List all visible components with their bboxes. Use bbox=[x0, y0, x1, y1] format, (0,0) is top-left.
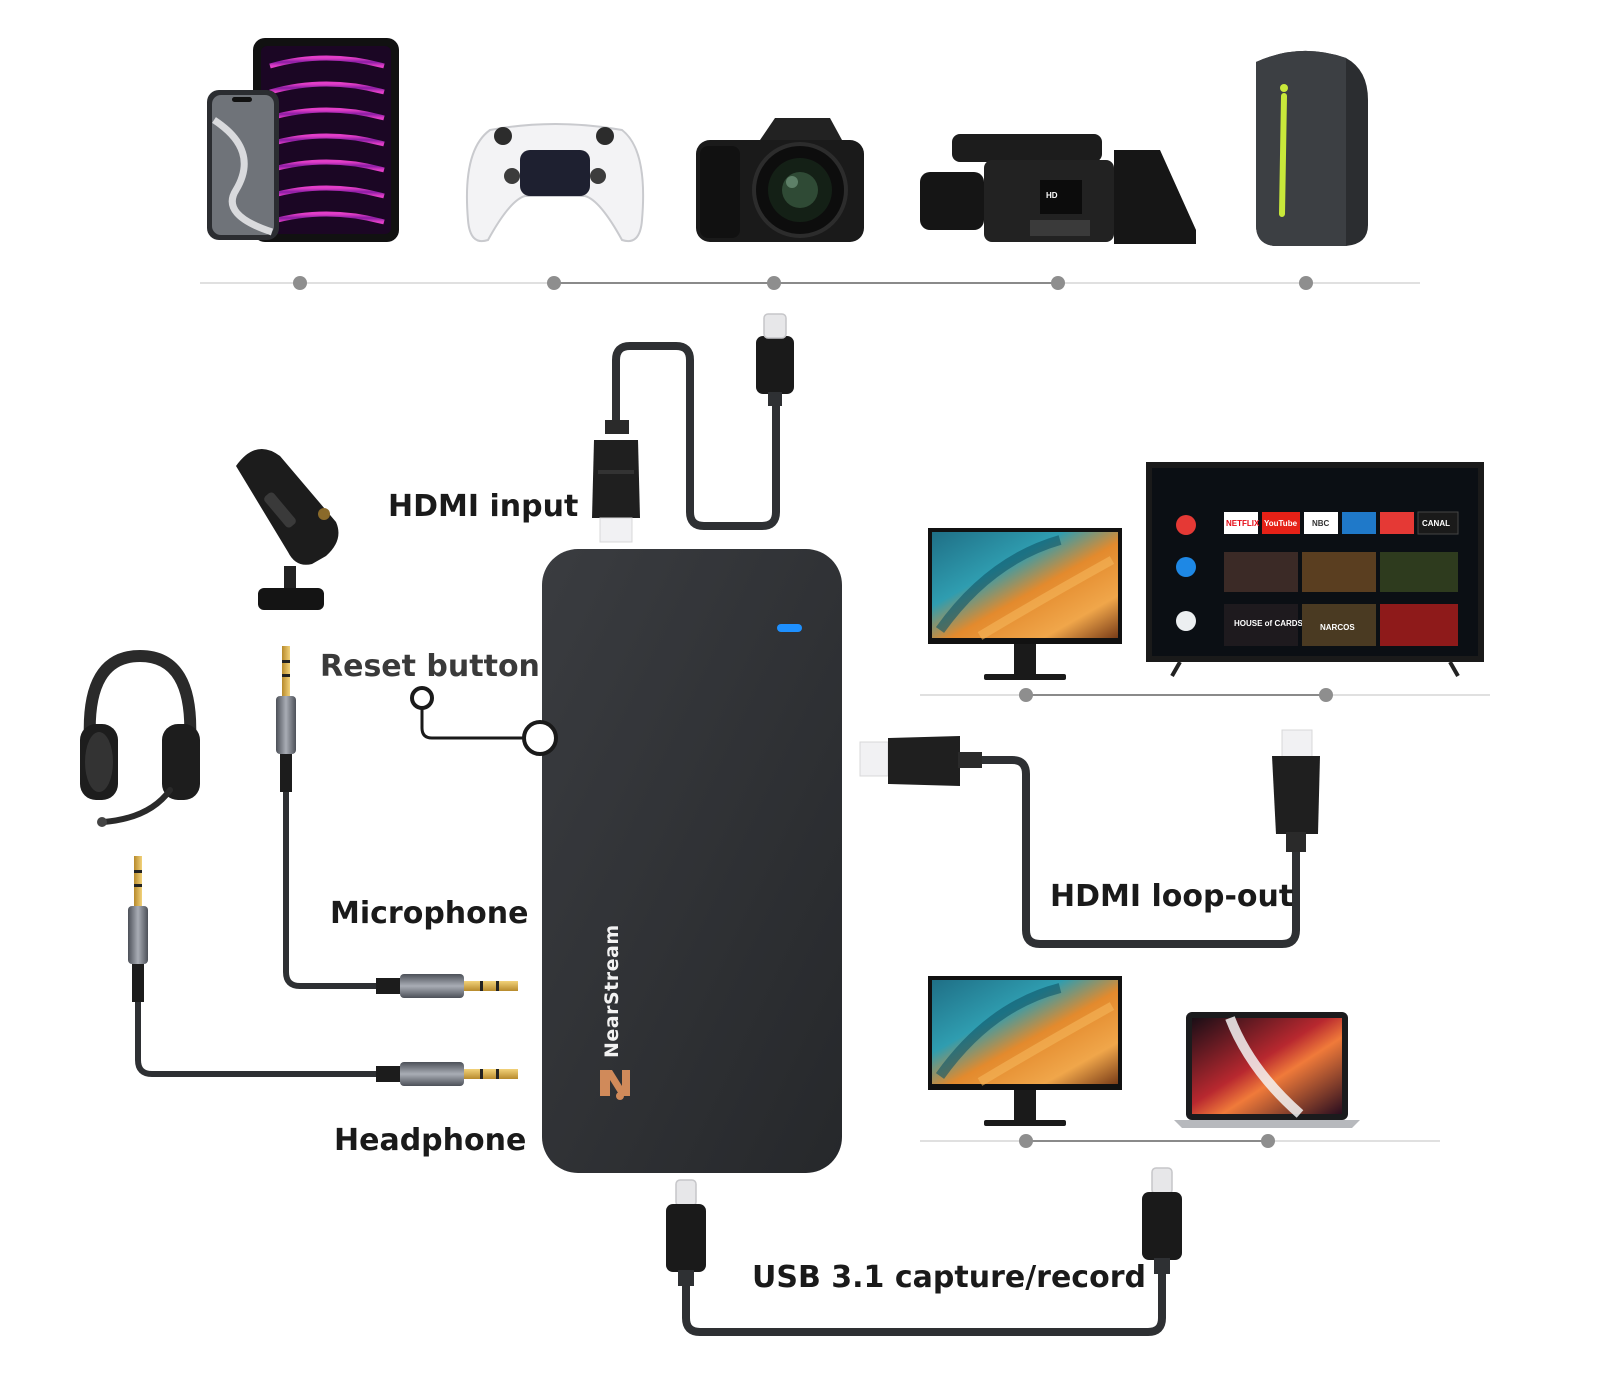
reset-button-callout bbox=[410, 686, 558, 756]
reset-button[interactable] bbox=[522, 720, 558, 756]
hdmi-input-cable bbox=[592, 313, 794, 543]
hdmi-input-label: HDMI input bbox=[388, 489, 578, 524]
youtube-tile: YouTube bbox=[1264, 519, 1298, 528]
display-connector-line-bottom bbox=[920, 1134, 1440, 1148]
game-controller-icon bbox=[465, 123, 645, 242]
usb-capture-cable bbox=[666, 1167, 1182, 1336]
headphone-label: Headphone bbox=[334, 1123, 526, 1158]
headphone-cable bbox=[128, 856, 518, 1086]
brand-logo-icon bbox=[600, 1070, 630, 1100]
microphone-label: Microphone bbox=[330, 896, 528, 931]
usb-capture-label: USB 3.1 capture/record bbox=[752, 1260, 1146, 1295]
house-of-cards-tile: HOUSE of CARDS bbox=[1234, 619, 1304, 628]
reset-button-label: Reset button bbox=[320, 649, 540, 684]
camcorder-icon: HD bbox=[920, 134, 1196, 244]
microphone-cable bbox=[276, 646, 518, 998]
laptop-icon bbox=[1174, 1012, 1360, 1128]
display-connector-line-top bbox=[920, 688, 1490, 702]
svg-text:HD: HD bbox=[1046, 191, 1058, 200]
netflix-tile: NETFLIX bbox=[1226, 519, 1260, 528]
brand-name: NearStream bbox=[601, 924, 623, 1058]
nbc-tile: NBC bbox=[1312, 519, 1330, 528]
hdmi-loop-out-cable bbox=[859, 729, 1320, 948]
narcos-tile: NARCOS bbox=[1320, 623, 1355, 632]
source-connector-line bbox=[200, 276, 1420, 290]
camera-icon bbox=[696, 118, 864, 242]
capture-device: NearStream bbox=[542, 549, 842, 1173]
canal-tile: CANAL bbox=[1422, 519, 1450, 528]
tablet-phone-icon bbox=[207, 38, 399, 242]
monitor-top-icon bbox=[928, 528, 1122, 680]
headset-icon bbox=[80, 649, 200, 827]
microphone-icon bbox=[236, 448, 339, 610]
hdmi-loop-out-label: HDMI loop-out bbox=[1050, 879, 1293, 914]
monitor-bottom-icon bbox=[928, 976, 1122, 1126]
smart-tv-icon: NETFLIX YouTube NBC CANAL HOUSE of CARDS… bbox=[1146, 462, 1484, 677]
status-led bbox=[777, 624, 802, 632]
gaming-pc-icon bbox=[1256, 50, 1368, 247]
